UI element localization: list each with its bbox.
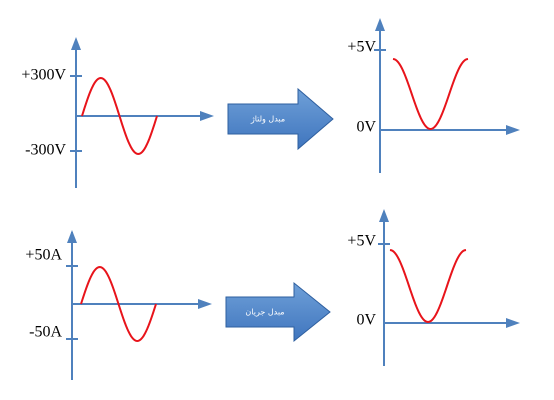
shifted-sine-wave <box>392 58 469 131</box>
max-label: +5V <box>347 233 376 250</box>
y-axis-arrowhead <box>379 209 389 222</box>
arrow-shape <box>225 281 331 343</box>
max-label: +300V <box>21 67 66 84</box>
min-label: -300V <box>25 142 66 159</box>
sine-wave <box>81 76 158 156</box>
x-axis-arrowhead <box>506 318 520 328</box>
min-label: -50A <box>29 324 62 341</box>
sine-wave <box>80 265 157 343</box>
y-axis-arrowhead <box>67 230 77 243</box>
panel-voltage-output: +5V 0V <box>347 18 520 173</box>
y-axis-arrowhead <box>375 18 385 31</box>
arrow-label: مبدل ولتاژ <box>250 115 285 124</box>
max-label: +50A <box>25 247 62 264</box>
arrow-label: مبدل جریان <box>245 308 284 317</box>
panel-current-output: +5V 0V <box>347 209 520 366</box>
x-axis-arrowhead <box>198 299 212 309</box>
voltage-converter-arrow: مبدل ولتاژ <box>227 87 334 151</box>
x-axis-arrowhead <box>200 111 214 121</box>
arrow-shape <box>227 87 334 151</box>
zero-label: 0V <box>356 119 376 136</box>
panel-current-input: +50A -50A <box>25 230 212 380</box>
x-axis-arrowhead <box>506 125 520 135</box>
shifted-sine-wave <box>389 249 467 324</box>
max-label: +5V <box>347 39 376 56</box>
current-converter-arrow: مبدل جریان <box>225 281 331 343</box>
zero-label: 0V <box>356 312 376 329</box>
y-axis-arrowhead <box>71 37 81 50</box>
panel-voltage-input: +300V -300V <box>21 37 214 188</box>
